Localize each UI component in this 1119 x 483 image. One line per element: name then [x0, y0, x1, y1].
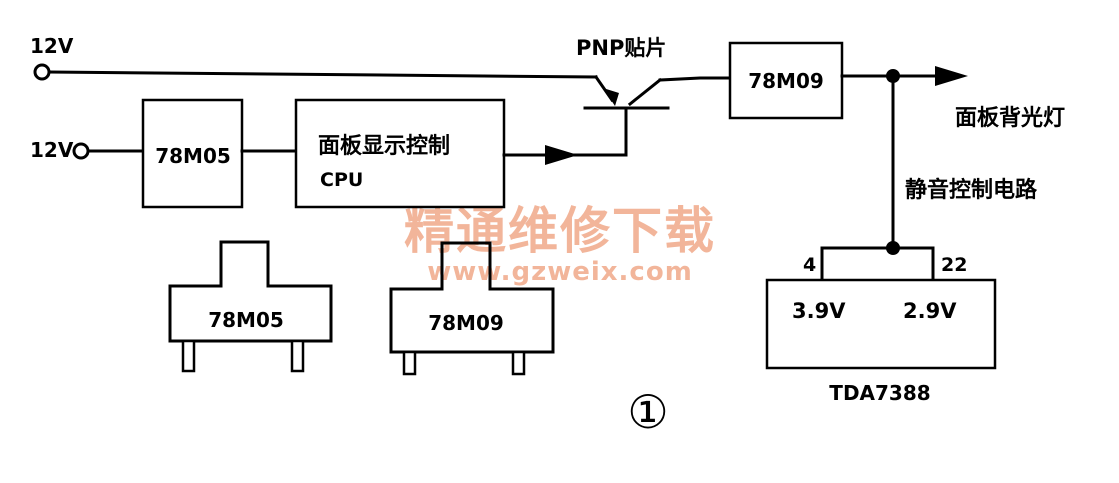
label-pin22: 22 [941, 254, 967, 276]
label-package-78m05: 78M05 [208, 308, 284, 332]
wire-12v-to-pnp-emitter [47, 70, 598, 79]
package-78m09 [389, 241, 555, 354]
label-pin4: 4 [803, 254, 816, 276]
package-78m05-pin-right [290, 339, 305, 373]
package-78m05 [168, 240, 333, 343]
box-78m09 [728, 41, 844, 120]
input-terminal-top [33, 63, 51, 81]
label-package-78m09: 78M09 [428, 311, 504, 335]
label-78m09: 78M09 [748, 69, 824, 93]
pnp-emitter-arrow [603, 88, 619, 106]
label-12v-bottom: 12V [30, 138, 74, 162]
label-v-pin22: 2.9V [903, 299, 957, 323]
label-backlight: 面板背光灯 [955, 106, 1065, 131]
box-cpu [294, 98, 506, 209]
figure-number: ① [627, 385, 668, 439]
label-78m05: 78M05 [155, 144, 231, 168]
watermark-cn: 精通维修下载 [404, 202, 716, 260]
label-tda7388: TDA7388 [829, 381, 930, 405]
pnp-collector-lead [627, 77, 663, 107]
backlight-arrow [935, 66, 968, 86]
label-mute: 静音控制电路 [905, 177, 1038, 203]
box-tda7388 [765, 278, 997, 370]
wire-pin4-pin22 [820, 246, 935, 282]
package-78m05-pin-left [181, 339, 196, 373]
watermark-url: www.gzweix.com [427, 257, 693, 287]
cpu-output-arrow [545, 145, 578, 165]
label-cpu-line1: 面板显示控制 [318, 133, 450, 159]
input-terminal-bottom [72, 142, 90, 160]
wire-pnp-to-78m09 [658, 76, 732, 82]
package-78m09-pin-right [511, 350, 526, 376]
package-78m09-pin-left [402, 350, 417, 376]
label-cpu-line2: CPU [320, 169, 363, 191]
box-78m05 [141, 98, 244, 209]
label-v-pin4: 3.9V [792, 299, 846, 323]
label-12v-top: 12V [30, 34, 74, 58]
label-pnp: PNP贴片 [576, 36, 666, 60]
